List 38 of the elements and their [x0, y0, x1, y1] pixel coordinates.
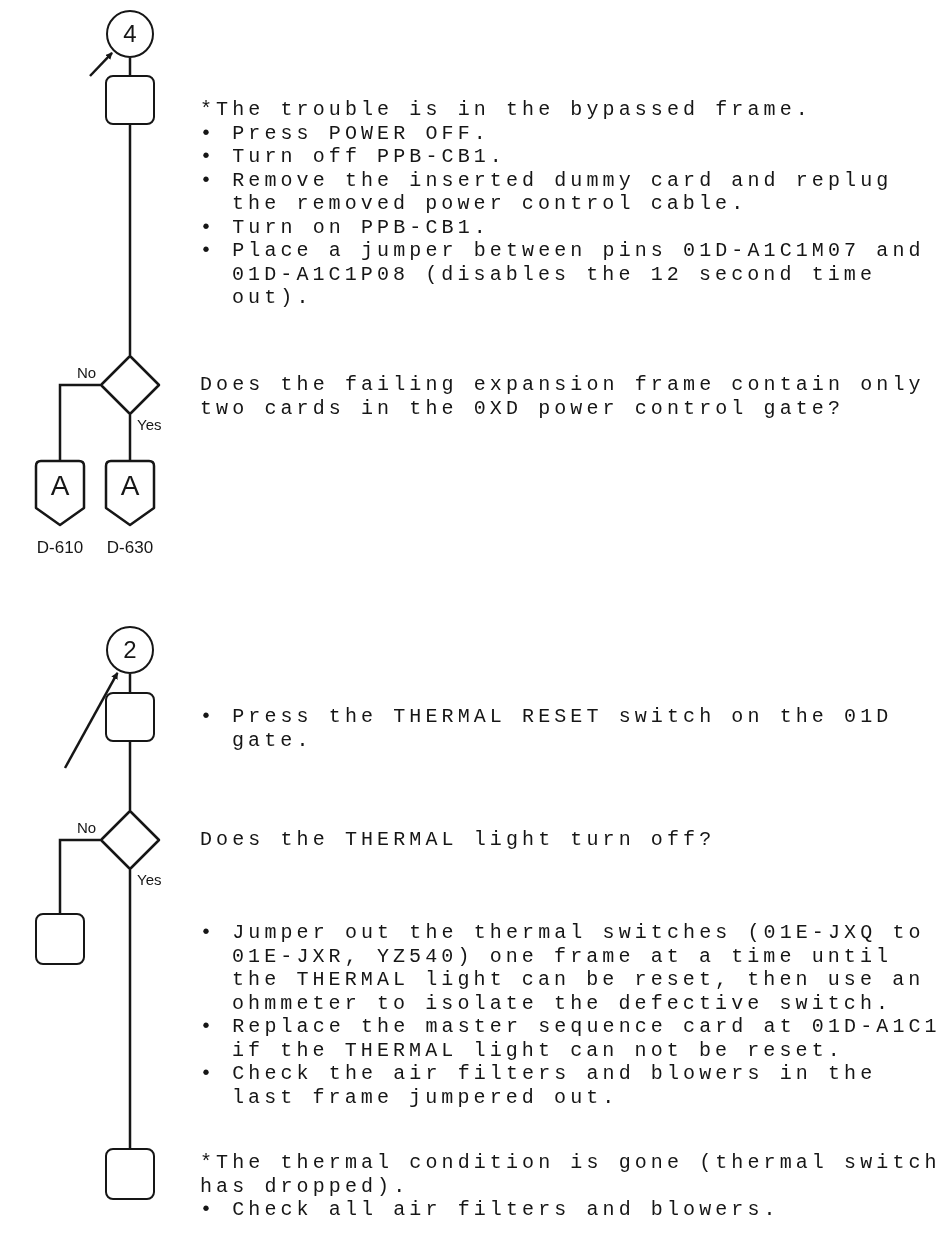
step-number: 2	[123, 638, 137, 662]
arrow	[89, 51, 113, 77]
process-box	[105, 1148, 155, 1200]
instruction-text: *The trouble is in the bypassed frame.	[200, 98, 813, 122]
instruction-text: • Replace the master sequence card at 01D-A1C1 if the THERMAL light can not be reset.	[200, 1015, 942, 1062]
step-circle	[106, 10, 154, 58]
connector-line	[128, 125, 132, 355]
connector-line	[128, 742, 132, 810]
connector-letter: A	[50, 472, 70, 500]
instruction-text: • Place a jumper between pins 01D-A1C1M07 and 01D-A1C1P08 (disables the 12 second time out).	[200, 239, 926, 310]
connector-line	[58, 383, 100, 460]
offpage-connector	[105, 460, 155, 526]
instruction-text: *The thermal condition is gone (thermal switch has dropped).	[200, 1151, 942, 1198]
process-box	[105, 692, 155, 742]
instruction-text: • Turn off PPB-CB1.	[200, 145, 507, 169]
instruction-text: Does the failing expansion frame contain only two cards in the 0XD power control gate?	[200, 373, 926, 420]
decision-diamond	[100, 810, 160, 870]
instruction-text: • Check all air filters and blowers.	[200, 1198, 781, 1222]
instruction-text: • Press POWER OFF.	[200, 121, 491, 145]
page-reference: D-610	[36, 538, 84, 558]
connector-letter: A	[120, 472, 140, 500]
process-box	[35, 913, 85, 965]
instruction-text: • Press the THERMAL RESET switch on the 01D gate.	[200, 705, 894, 752]
instruction-text: Does the THERMAL light turn off?	[200, 828, 717, 852]
instruction-text: • Turn on PPB-CB1.	[200, 215, 491, 239]
process-box	[105, 75, 155, 125]
step-number: 4	[123, 22, 137, 46]
decision-diamond	[100, 355, 160, 415]
connector-line	[128, 415, 132, 460]
arrow	[63, 672, 119, 769]
offpage-connector	[35, 460, 85, 526]
instruction-text: • Check the air filters and blowers in the last frame jumpered out.	[200, 1062, 878, 1109]
page-reference: D-630	[106, 538, 154, 558]
connector-line	[128, 870, 132, 1148]
instruction-text: • Remove the inserted dummy card and replug the removed power control cable.	[200, 168, 894, 216]
instruction-text: • Jumper out the thermal switches (01E-JXQ to 01E-JXR, YZ540) one frame at a time until the THERMAL light can be reset, then use an ohmmeter to isolate the defective switch.	[200, 921, 926, 1015]
step-circle	[106, 626, 154, 674]
connector-line	[58, 838, 100, 913]
